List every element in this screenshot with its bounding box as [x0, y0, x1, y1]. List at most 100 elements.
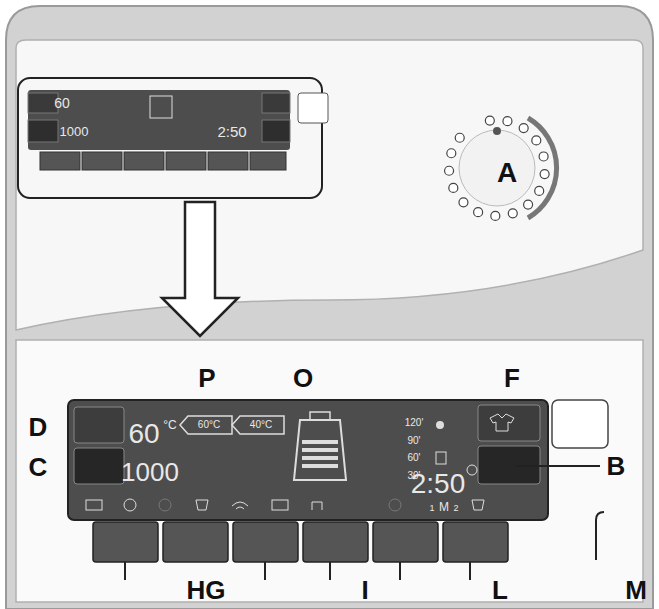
panel-shape	[472, 500, 484, 510]
panel-shape	[16, 40, 643, 330]
panel-shape	[233, 522, 298, 562]
panel-shape	[467, 465, 477, 475]
panel-shape	[447, 149, 456, 158]
display-readout: 1	[429, 504, 434, 513]
panel-shape	[445, 166, 454, 175]
callout-letter: C	[29, 454, 48, 480]
callout-letter: D	[29, 414, 48, 440]
display-readout: 60	[128, 420, 159, 448]
panel-shape	[272, 500, 288, 510]
panel-shape	[232, 416, 284, 434]
panel-shape	[16, 340, 643, 602]
display-readout: °C	[163, 419, 176, 431]
panel-shape	[443, 522, 508, 562]
panel-shape	[162, 202, 238, 336]
display-readout: 120'	[405, 418, 424, 428]
panel-shape	[68, 400, 548, 520]
small-display	[18, 78, 328, 198]
panel-shape	[28, 120, 58, 142]
panel-shape	[490, 414, 514, 431]
callout-letter: HG	[187, 577, 226, 603]
panel-shape	[262, 120, 290, 142]
panel-shape	[6, 6, 653, 609]
display-readout: 30'	[407, 471, 420, 481]
panel-shape	[232, 502, 248, 506]
panel-shape	[18, 78, 322, 198]
panel-shape	[302, 456, 338, 460]
machine-body	[6, 6, 653, 609]
panel-shape	[124, 562, 126, 580]
callout-letter: O	[293, 365, 313, 391]
callout-letter: M	[625, 577, 647, 603]
panel-shape	[40, 152, 80, 170]
panel-shape	[524, 200, 533, 209]
panel-shape	[508, 209, 517, 218]
panel-shape	[312, 502, 322, 510]
program-buttons	[93, 522, 508, 562]
panel-shape	[532, 136, 541, 145]
callout-letter: L	[492, 577, 508, 603]
panel-shape	[294, 420, 346, 480]
panel-shape	[82, 152, 122, 170]
panel-shape	[552, 400, 608, 448]
panel-shape	[28, 90, 290, 150]
panel-shape	[595, 520, 597, 560]
panel-shape	[515, 465, 600, 467]
panel-shape	[373, 522, 438, 562]
panel-shape	[596, 512, 604, 520]
panel-shape	[74, 448, 124, 484]
display-readout: M	[439, 501, 449, 513]
panel-shape	[208, 152, 248, 170]
panel-shape	[93, 522, 158, 562]
panel-shape	[485, 116, 494, 125]
panel-shape	[478, 405, 540, 441]
panel-shape	[519, 124, 528, 133]
panel-shape	[503, 117, 512, 126]
panel-shape	[180, 416, 232, 434]
display-readout: 60	[54, 96, 70, 110]
display-readout: 2:50	[217, 124, 246, 139]
panel-shape	[298, 93, 328, 123]
panel-shape	[491, 211, 500, 220]
panel-shape	[264, 562, 266, 580]
panel-shape	[389, 499, 401, 511]
panel-shape	[124, 499, 136, 511]
callout-letter: F	[504, 365, 520, 391]
panel-shape	[302, 448, 338, 452]
panel-shape	[449, 183, 458, 192]
program-dial	[445, 116, 557, 220]
display-readout: 60°C	[198, 420, 220, 430]
panel-shape	[86, 500, 102, 510]
panel-shape	[436, 421, 444, 429]
display-readout: 40°C	[250, 420, 272, 430]
callout-letter: I	[361, 577, 368, 603]
panel-shape	[28, 93, 58, 113]
large-display	[68, 400, 608, 520]
display-readout: 90'	[407, 436, 420, 446]
panel-shape	[159, 499, 171, 511]
display-readout: 1000	[121, 459, 179, 485]
panel-shape	[540, 170, 549, 179]
callout-letter: A	[497, 159, 517, 187]
panel-shape	[236, 507, 244, 509]
panel-shape	[163, 522, 228, 562]
panel-shape	[150, 96, 172, 118]
panel-shape	[329, 562, 331, 580]
panel-shape	[262, 93, 290, 113]
panel-shape	[302, 440, 338, 444]
panel-shape	[74, 407, 124, 443]
panel-shape	[124, 152, 164, 170]
callout-letter: P	[198, 365, 215, 391]
panel-shape	[469, 562, 471, 580]
panel-shape	[399, 562, 401, 580]
panel-shape	[493, 127, 501, 135]
display-readout: 60'	[407, 453, 420, 463]
panel-shape	[455, 133, 464, 142]
leader-lines	[125, 466, 604, 580]
panel-shape	[196, 500, 208, 510]
panel-shape	[302, 464, 338, 468]
zoom-arrow	[162, 202, 238, 336]
panel-shape	[459, 198, 468, 207]
display-readout: 2	[453, 504, 458, 513]
